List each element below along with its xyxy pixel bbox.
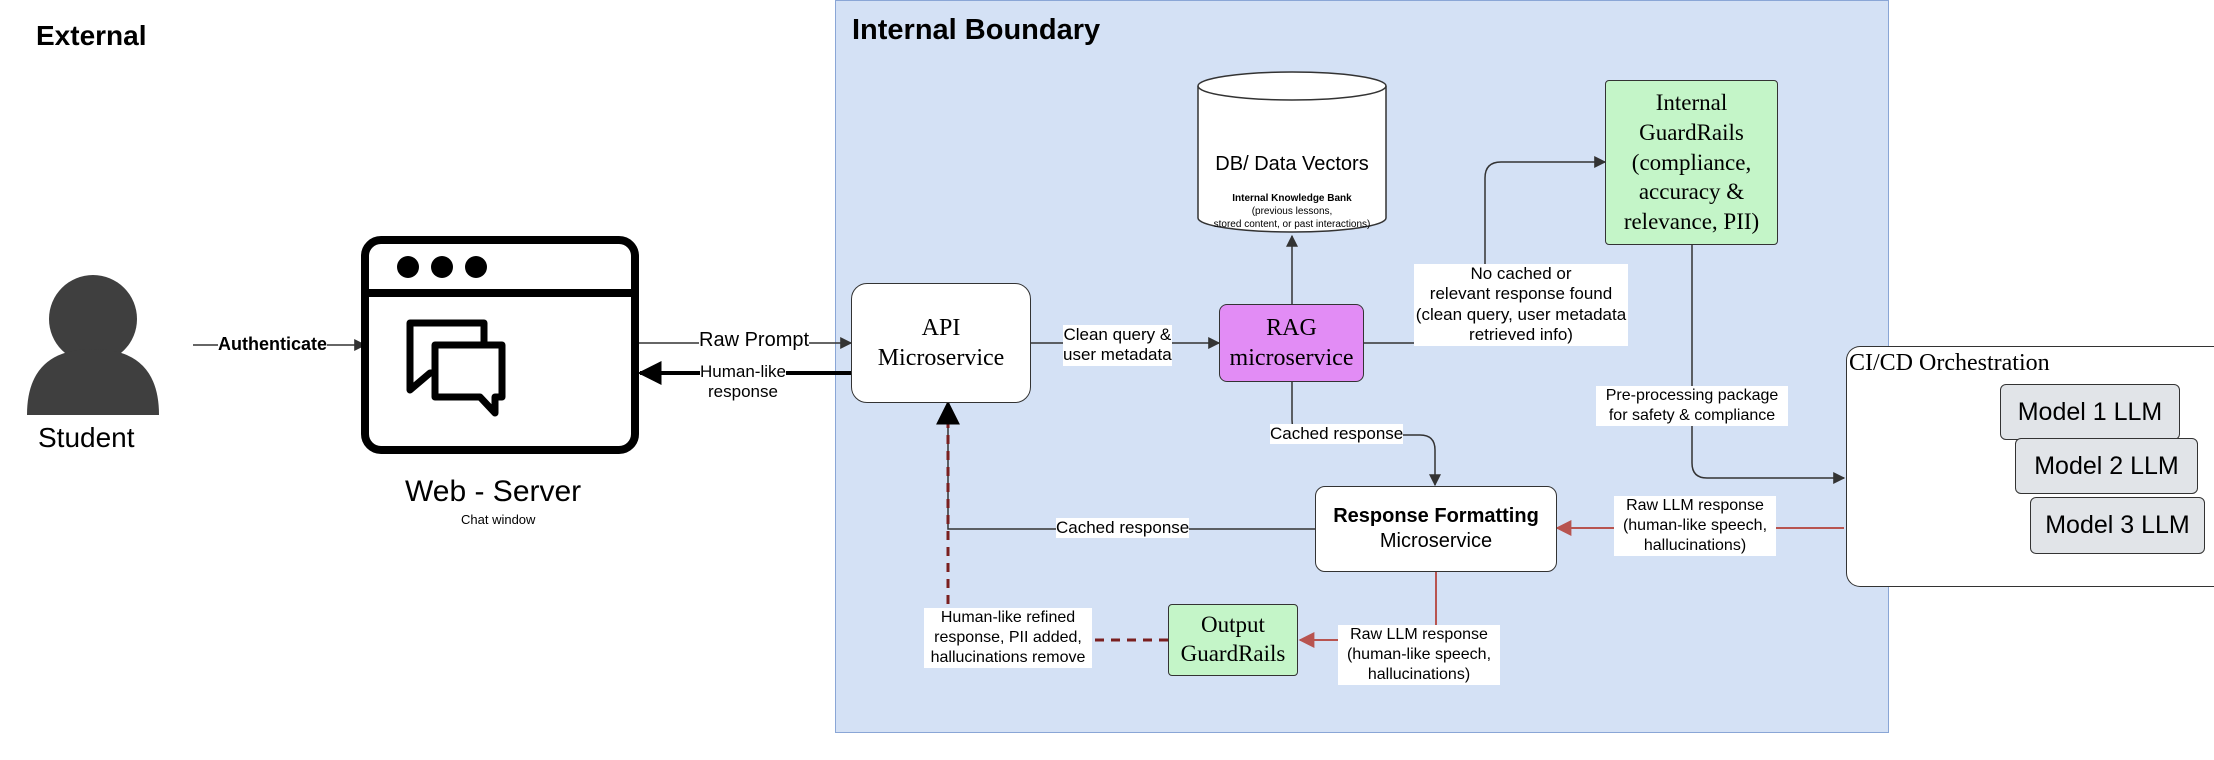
guard-line-4: accuracy & [1638, 179, 1745, 205]
web-server-sublabel: Chat window [461, 512, 536, 527]
cicd-title: CI/CD Orchestration [1849, 350, 2050, 376]
external-zone-title: External [36, 20, 147, 51]
format-to-api-cached-line [947, 405, 1315, 530]
rag-cached-label: Cached response [1270, 424, 1404, 445]
no-cache-label: No cached or relevant response found (cl… [1414, 264, 1628, 346]
refined-line-3: hallucinations remove [930, 649, 1086, 666]
output-line-1: Output [1201, 612, 1265, 638]
rawllm1-line-3: hallucinations) [1643, 537, 1747, 554]
raw-llm-response-label-2: Raw LLM response (human-like speech, hal… [1338, 625, 1500, 685]
humanlike-line-1: Human-like [700, 362, 786, 381]
rawllm1-line-1: Raw LLM response [1626, 497, 1764, 514]
web-server-label: Web - Server [405, 475, 582, 508]
guard-line-1: Internal [1655, 89, 1728, 115]
nocache-line-1: No cached or [1470, 264, 1572, 283]
db-sub-line-2: stored content, or past interactions) [1213, 219, 1371, 230]
api-cached-label: Cached response [1056, 518, 1190, 539]
rawllm2-line-1: Raw LLM response [1350, 626, 1488, 643]
humanlike-response-label: Human-like response [700, 362, 786, 402]
api-line-1: API [921, 315, 961, 341]
raw-prompt-label: Raw Prompt [699, 328, 810, 352]
rawllm2-line-3: hallucinations) [1367, 666, 1471, 683]
rawllm1-line-2: (human-like speech, [1622, 517, 1768, 534]
guard-line-2: GuardRails [1639, 119, 1744, 145]
chat-window-icon [361, 236, 639, 454]
nocache-line-2: relevant response found [1429, 284, 1613, 304]
db-sub-line-1: (previous lessons, [1251, 206, 1333, 217]
output-line-2: GuardRails [1180, 641, 1286, 666]
authenticate-label: Authenticate [218, 334, 328, 356]
guard-line-3: (compliance, [1631, 149, 1752, 175]
student-label: Student [38, 422, 135, 453]
format-line-1: Response Formatting [1333, 505, 1539, 527]
preprocessing-label: Pre-processing package for safety & comp… [1596, 386, 1788, 426]
guard-line-5: relevance, PII) [1623, 209, 1760, 235]
api-microservice-node: API Microservice [851, 283, 1031, 403]
model-2-llm: Model 2 LLM [2015, 438, 2198, 494]
response-formatting-node: Response Formatting Microservice [1315, 486, 1557, 572]
raw-llm-response-label-1: Raw LLM response (human-like speech, hal… [1614, 496, 1776, 556]
preproc-line-1: Pre-processing package [1605, 387, 1779, 404]
db-subtitle: Internal Knowledge Bank (previous lesson… [1196, 192, 1388, 231]
rawllm2-line-2: (human-like speech, [1346, 646, 1492, 663]
student-person-icon [27, 275, 159, 415]
no-cache-arrow [1364, 156, 1607, 344]
refined-response-label: Human-like refined response, PII added, … [924, 608, 1092, 668]
nocache-line-3: (clean query, user metadata [1415, 304, 1627, 324]
rag-line-1: RAG [1266, 315, 1317, 341]
refined-line-2: response, PII added, [934, 629, 1082, 646]
clean-query-label: Clean query & user metadata [1063, 325, 1172, 366]
refined-line-1: Human-like refined [940, 609, 1076, 626]
humanlike-line-2: response [708, 381, 778, 401]
output-guardrails-node: Output GuardRails [1168, 604, 1298, 676]
clean-line-1: Clean query & [1063, 325, 1172, 344]
nocache-line-4: retrieved info) [1469, 325, 1573, 345]
internal-zone-title: Internal Boundary [852, 14, 1101, 46]
db-cylinder-shape [1197, 71, 1387, 233]
db-sub-bold: Internal Knowledge Bank [1232, 193, 1352, 204]
db-title: DB/ Data Vectors [1215, 153, 1369, 175]
preproc-line-2: for safety & compliance [1608, 407, 1776, 424]
format-line-2: Microservice [1379, 530, 1493, 552]
rag-line-2: microservice [1229, 345, 1354, 371]
model-1-llm: Model 1 LLM [2000, 384, 2180, 440]
api-line-2: Microservice [877, 345, 1005, 371]
internal-guardrails-node: Internal GuardRails (compliance, accurac… [1605, 80, 1778, 245]
model-3-llm: Model 3 LLM [2030, 497, 2205, 554]
preprocessing-arrow [1691, 245, 1846, 484]
clean-line-2: user metadata [1063, 345, 1172, 365]
rag-microservice-node: RAG microservice [1219, 304, 1364, 382]
